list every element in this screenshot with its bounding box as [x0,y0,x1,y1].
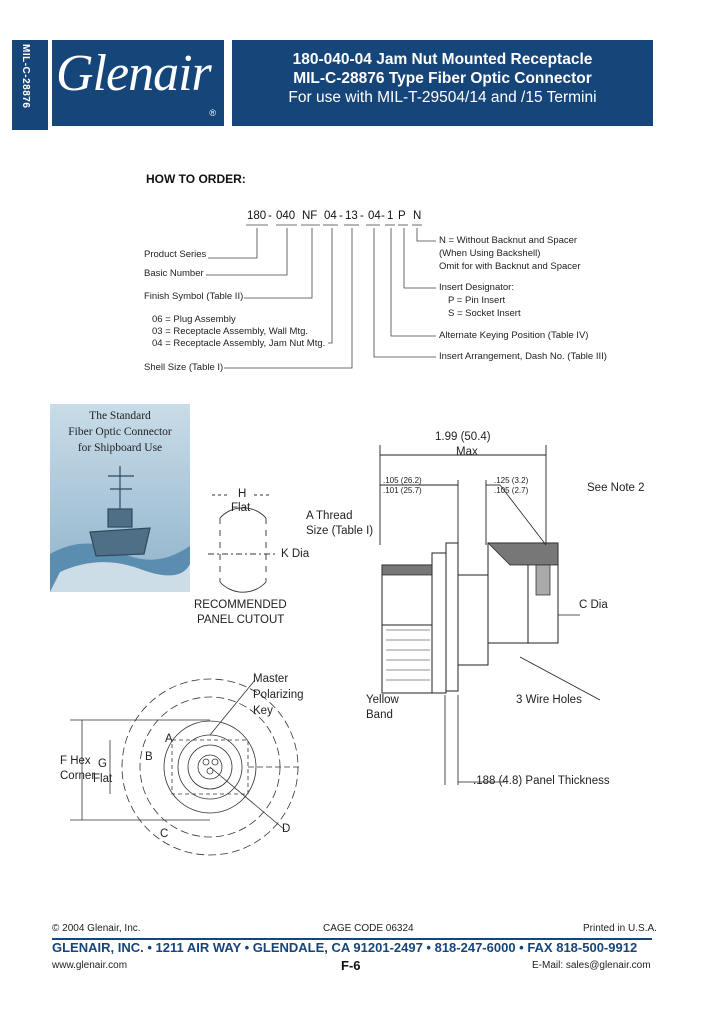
glenair-logo: Glenair ® [52,40,224,126]
title-line-3: For use with MIL-T-29504/14 and /15 Term… [288,89,597,106]
code-finish: NF [302,210,318,222]
footer-email[interactable]: E-Mail: sales@glenair.com [532,960,651,971]
code-dash: - [339,210,343,222]
panel-cutout-drawing [208,494,278,593]
label-when-backshell: (When Using Backshell) [439,248,541,259]
code-insert: 04 [368,210,381,222]
label-pin-insert: P = Pin Insert [448,295,506,306]
k-dia-label: K Dia [281,548,310,560]
title-line-1: 180-040-04 Jam Nut Mounted Receptacle [292,51,593,68]
a-thread-size: Size (Table I) [306,525,374,537]
label-insert-designator: Insert Designator: [439,282,514,293]
front-b-label: B [145,751,153,763]
photo-caption-line-3: for Shipboard Use [77,442,163,454]
photo-caption-line-1: The Standard [89,410,151,422]
footer-copyright: © 2004 Glenair, Inc. [52,923,141,934]
yellow-band-label: Yellow [366,694,399,706]
code-shell: 13 [345,210,358,222]
side-view-drawing [379,445,601,785]
master-label: Master [253,673,289,685]
dim-a1: .105 (26.2) [383,476,422,485]
page-number: F-6 [341,958,361,973]
order-leader-lines [206,224,436,369]
logo-text: Glenair [56,45,212,102]
ship-photo: The Standard Fiber Optic Connector for S… [50,404,190,592]
footer-printed: Printed in U.S.A. [583,923,657,934]
g-flat-label: Flat [93,773,113,785]
code-dash: - [268,210,272,222]
key-label: Key [253,705,273,717]
overall-max: Max [456,446,478,458]
footer-rule [52,938,652,940]
label-shell-size: Shell Size (Table I) [144,362,224,373]
label-socket-insert: S = Socket Insert [448,308,521,319]
flat-label: Flat [231,502,251,514]
label-insert-arrangement: Insert Arrangement, Dash No. (Table III) [439,351,607,362]
f-hex-corner-label: Corner [60,770,96,782]
footer-website[interactable]: www.glenair.com [52,960,128,971]
a-thread-label: A Thread [306,510,353,522]
code-dash: - [381,210,385,222]
panel-thickness-label: .188 (4.8) Panel Thickness [473,775,610,787]
h-label: H [238,488,247,500]
registered-mark: ® [209,108,216,118]
front-c-label: C [160,828,169,840]
label-alt-keying: Alternate Keying Position (Table IV) [439,330,589,341]
how-to-order-heading: HOW TO ORDER: [146,172,246,186]
g-label: G [98,758,107,770]
label-plug-assembly: 06 = Plug Assembly [152,314,236,325]
yellow-band-label-2: Band [366,709,393,721]
side-tab: MIL-C-28876 [12,40,48,130]
dim-b2: .105 (2.7) [494,486,529,495]
dim-a2: .101 (25.7) [383,486,422,495]
photo-caption-line-2: Fiber Optic Connector [68,426,172,438]
code-type: 04 [324,210,337,222]
footer-cage-code: CAGE CODE 06324 [323,923,414,934]
label-omit-backnut: Omit for with Backnut and Spacer [439,261,581,272]
label-wall-mtg: 03 = Receptacle Assembly, Wall Mtg. [152,326,309,337]
code-backnut: N [413,210,422,222]
label-basic-number: Basic Number [144,268,204,279]
label-jam-nut-mtg: 04 = Receptacle Assembly, Jam Nut Mtg. [152,338,326,349]
code-series: 180 [247,210,267,222]
see-note-2: See Note 2 [587,482,645,494]
dim-b1: .125 (3.2) [494,476,529,485]
c-dia-label: C Dia [579,599,608,611]
front-d-label: D [282,823,291,835]
front-view-drawing [70,678,300,856]
label-product-series: Product Series [144,249,207,260]
code-keying: 1 [387,210,394,222]
panel-cutout-caption-1: RECOMMENDED [194,599,287,611]
overall-length: 1.99 (50.4) [435,431,491,443]
panel-cutout-caption-2: PANEL CUTOUT [197,614,285,626]
code-basic: 040 [276,210,296,222]
label-finish-symbol: Finish Symbol (Table II) [144,291,244,302]
code-pin: P [398,210,406,222]
footer-address: GLENAIR, INC. • 1211 AIR WAY • GLENDALE,… [52,940,638,955]
wire-holes-label: 3 Wire Holes [516,694,582,706]
polarizing-label: Polarizing [253,689,304,701]
title-line-2: MIL-C-28876 Type Fiber Optic Connector [293,70,592,87]
label-without-backnut: N = Without Backnut and Spacer [439,235,578,246]
code-dash: - [360,210,364,222]
side-tab-label: MIL-C-28876 [20,44,31,109]
f-hex-label: F Hex [60,755,91,767]
title-box: 180-040-04 Jam Nut Mounted Receptacle MI… [232,40,653,126]
front-a-label: A [165,733,173,745]
